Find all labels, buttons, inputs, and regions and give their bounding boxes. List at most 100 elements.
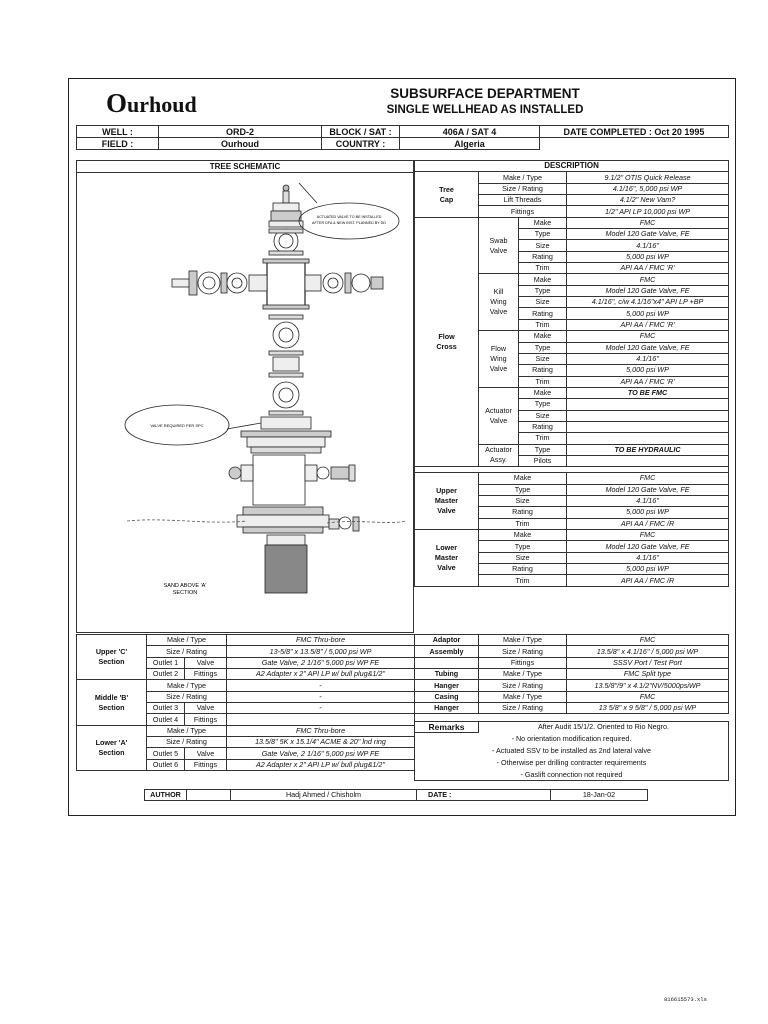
author-value: Hadj Ahmed / Chisholm (230, 788, 417, 802)
actuator-key: Rating (518, 420, 567, 434)
callout-bubble-mid (124, 404, 230, 446)
callout-top-line1: ACTUATED VALVE TO BE INSTALLED (317, 215, 382, 219)
component-key: Size / Rating (478, 679, 567, 692)
actuator-assy-key: Type (518, 443, 567, 456)
outlet-label: Outlet 2 (146, 668, 185, 681)
outlet-label: Outlet 1 (146, 656, 185, 670)
section-value: - (226, 690, 415, 704)
component-label: Casing (414, 690, 479, 704)
component-value: 13.5/8" x 4.1/16" / 5,000 psi WP (566, 645, 729, 658)
section-key: Size / Rating (146, 645, 227, 658)
kill-value: 4.1/16", c/w 4.1/16"x4" API LP +BP (565, 296, 730, 309)
section-key: Make / Type (146, 679, 227, 692)
remarks-line: - Actuated SSV to be installed as 2nd la… (414, 744, 729, 757)
component-key: Size / Rating (478, 702, 567, 715)
section-value: A2 Adapter x 2" API LP w/ bull plug&1/2" (226, 758, 415, 772)
section-value: FMC Thru-bore (226, 724, 415, 738)
tree-schematic-title: TREE SCHEMATIC (77, 161, 413, 173)
upper-master-value: 4.1/16" (565, 494, 730, 508)
upper-master-value: 5,000 psi WP (565, 506, 730, 519)
flow-cross (266, 260, 306, 308)
department-title: SUBSURFACE DEPARTMENT (390, 86, 580, 101)
component-value: FMC (566, 690, 729, 704)
swab-key: Type (518, 228, 567, 241)
upper-master-key: Make (478, 472, 567, 485)
upper-c-section (252, 454, 306, 506)
lower-master-value: 4.1/16" (565, 551, 730, 565)
company-logo: Ourhoud (106, 88, 197, 118)
outlet-label: Outlet 3 (146, 702, 185, 715)
section-key: Size / Rating (146, 736, 227, 749)
middle-b-section-label: Middle 'B'Section (76, 679, 147, 726)
kill-key: Make (518, 273, 567, 286)
actuator-key: Make (518, 386, 567, 400)
field-label: FIELD : (76, 137, 159, 150)
component-label: Tubing (414, 668, 479, 681)
well-label: WELL : (76, 125, 159, 138)
section-value: 13.5/8" 5K x 15.1/4" ACME & 20" lnd ring (226, 736, 415, 749)
casing-head (264, 544, 308, 594)
lower-master-value: FMC (565, 528, 730, 542)
component-label: Adaptor (414, 633, 479, 647)
upper-c-section-label: Upper 'C'Section (76, 633, 147, 681)
tree-cap-key: Size / Rating (478, 182, 567, 196)
swab-key: Trim (518, 262, 567, 275)
swab-key: Make (518, 216, 567, 230)
flow-value: API AA / FMC 'R' (565, 375, 730, 388)
component-value: FMC Split type (566, 668, 729, 681)
remarks-line: - Gaslift connection not required (414, 768, 729, 782)
date-label: DATE : (416, 788, 463, 802)
actuator-assy-key: Pilots (518, 454, 567, 468)
kill-key: Trim (518, 318, 567, 332)
tree-cap-value: 4.1/2" New Vam? (565, 194, 730, 207)
outlet-label: Outlet 6 (146, 758, 185, 772)
upper-master-key: Size (478, 494, 567, 508)
date-completed: DATE COMPLETED : Oct 20 1995 (539, 125, 729, 138)
swab-key: Size (518, 239, 567, 252)
swab-value: Model 120 Gate Valve, FE (565, 228, 730, 241)
lower-master-key: Rating (478, 563, 567, 576)
block-value: 406A / SAT 4 (399, 125, 540, 138)
kill-value: Model 120 Gate Valve, FE (565, 284, 730, 298)
upper-master-value: API AA / FMC /R (565, 517, 730, 531)
component-label: Hanger (414, 702, 479, 715)
form-frame (68, 78, 736, 816)
lower-master-key: Make (478, 528, 567, 542)
callout-bubble-top (298, 202, 400, 240)
tree-cap-key: Lift Threads (478, 194, 567, 207)
outlet-type: Valve (184, 702, 227, 715)
component-label (414, 656, 479, 670)
flow-value: 5,000 psi WP (565, 364, 730, 377)
swab-value: 4.1/16" (565, 239, 730, 252)
component-label: Hanger (414, 679, 479, 692)
actuator-value (565, 409, 730, 422)
lower-a-section-label: Lower 'A'Section (76, 724, 147, 772)
sand-note-line2: SECTION (173, 590, 197, 596)
remarks-label: Remarks (414, 720, 479, 734)
field-value: Ourhoud (158, 137, 322, 150)
tree-cap-key: Make / Type (478, 171, 567, 184)
section-value: Gate Valve, 2 1/16" 5,000 psi WP FE (226, 747, 415, 760)
component-label: Assembly (414, 645, 479, 658)
upper-master-key: Rating (478, 506, 567, 519)
swab-value: FMC (565, 216, 730, 230)
tree-cap-key: Fittings (478, 205, 567, 218)
actuator-value: TO BE FMC (565, 386, 730, 400)
upper-master-value: Model 120 Gate Valve, FE (565, 483, 730, 496)
lower-master-value: API AA / FMC /R (565, 574, 730, 587)
date-value: 18-Jan-02 (550, 788, 648, 802)
actuator-value (565, 432, 730, 445)
lower-master-key: Type (478, 540, 567, 553)
swab-value: API AA / FMC 'R' (565, 262, 730, 275)
section-value: 13-5/8" x 13.5/8" / 5,000 psi WP (226, 645, 415, 658)
remarks-line: - Otherwise per drilling contracter requ… (414, 756, 729, 769)
remarks-first-line: After Audit 15/1/2. Oriented to Rio Negr… (478, 720, 729, 733)
component-key: Make / Type (478, 690, 567, 704)
